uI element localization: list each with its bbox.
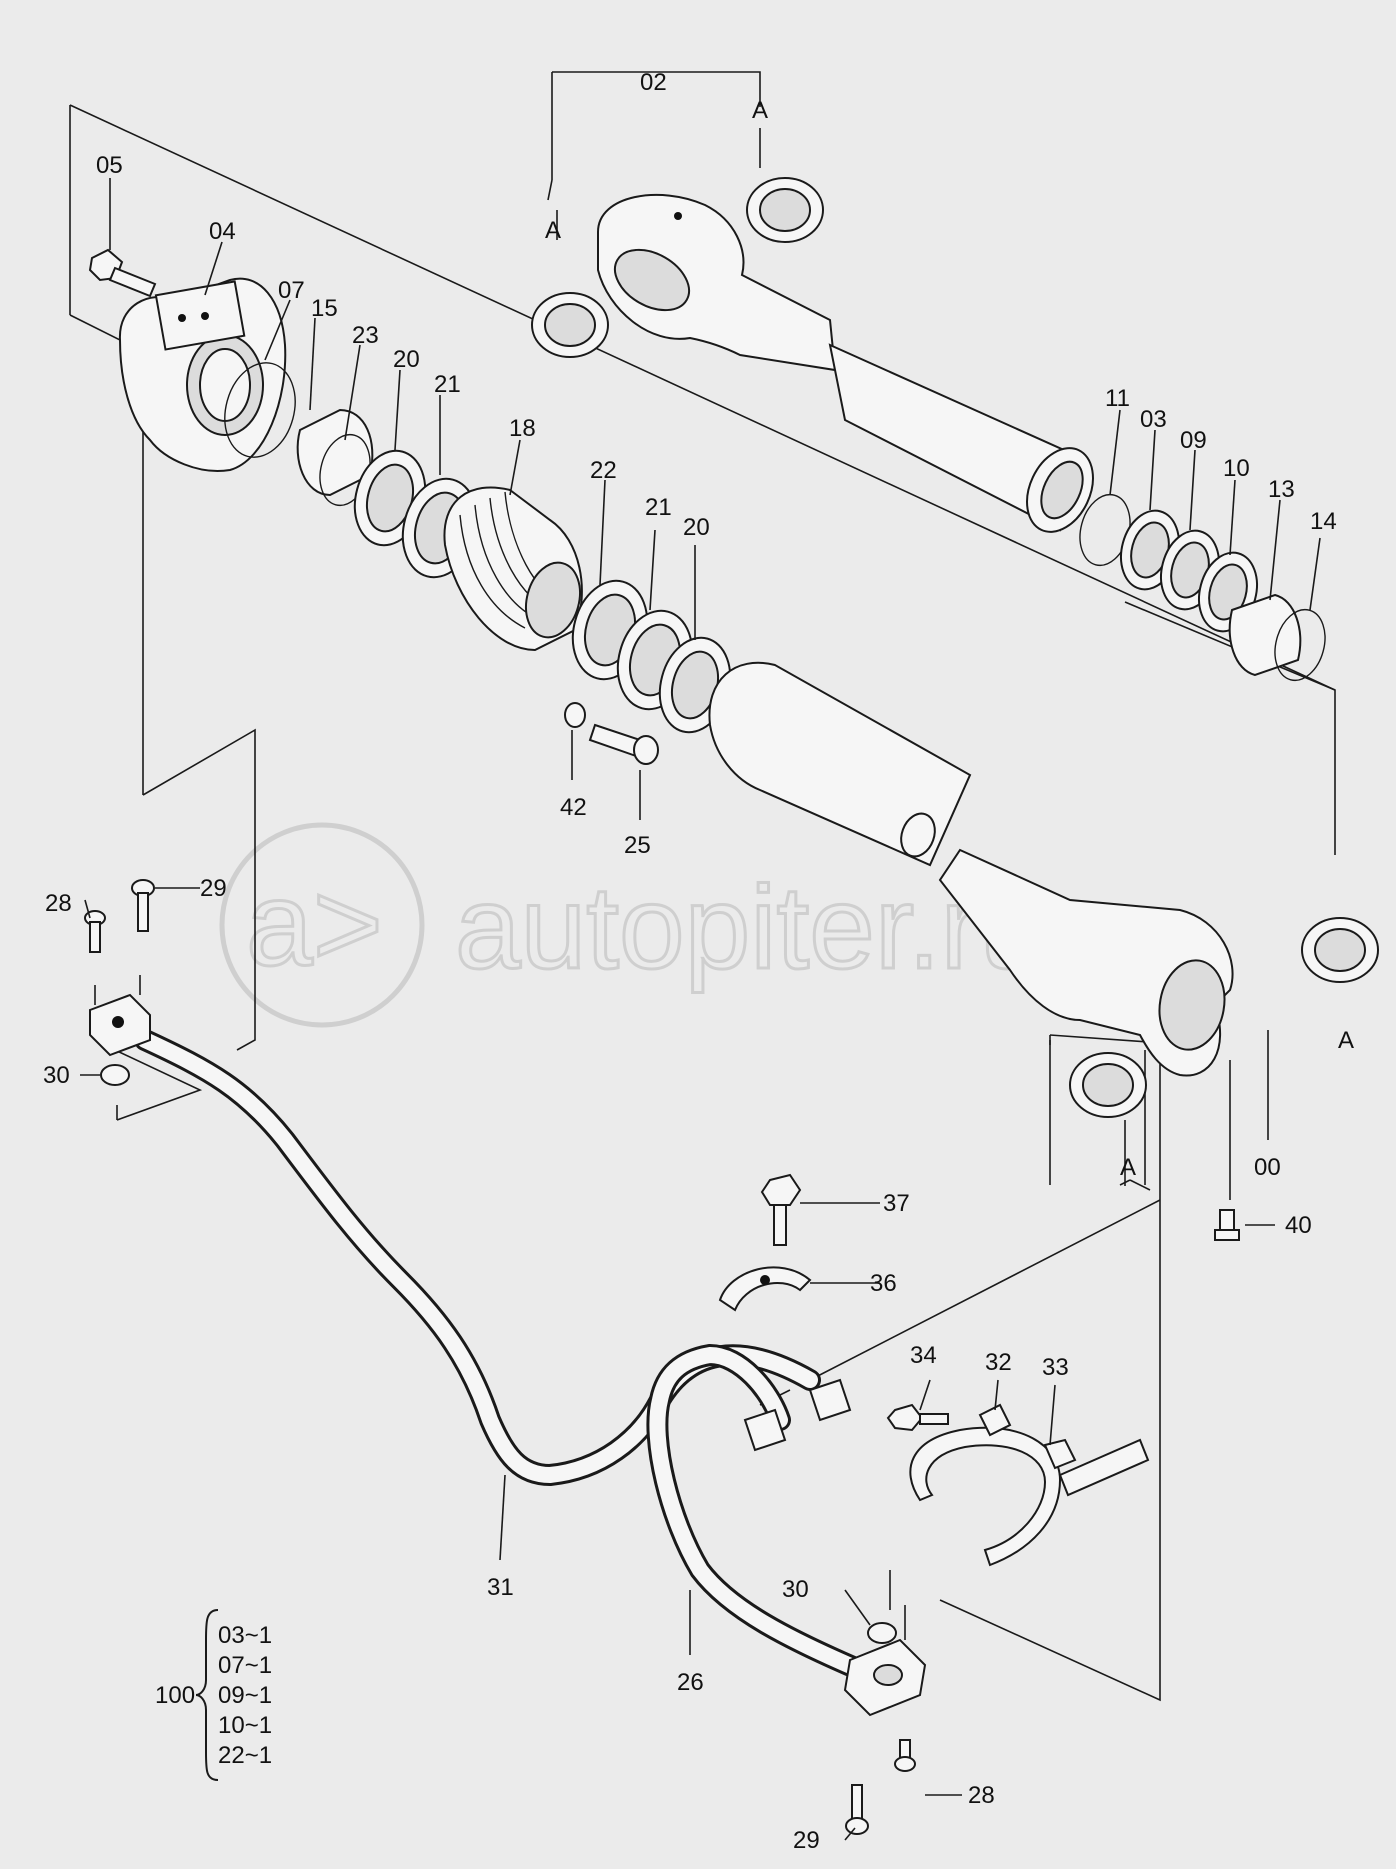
label-a-top-right: A	[752, 97, 768, 124]
bolt-29-left-icon	[131, 879, 155, 932]
bolt-icon	[88, 248, 157, 298]
label-30-right: 30	[782, 1576, 809, 1603]
label-31: 31	[487, 1574, 514, 1601]
label-00: 00	[1254, 1154, 1281, 1181]
label-26: 26	[677, 1669, 704, 1696]
label-09: 09	[1180, 427, 1207, 454]
bushing-icon	[746, 177, 824, 243]
bolt-28-left-icon	[84, 910, 106, 953]
label-14: 14	[1310, 508, 1337, 535]
label-37: 37	[883, 1190, 910, 1217]
label-04: 04	[209, 218, 236, 245]
snap-ring-14-icon	[1274, 608, 1326, 682]
o-ring-30-left-icon	[100, 1064, 130, 1086]
label-10: 10	[1223, 455, 1250, 482]
watermark-logo-icon	[219, 822, 425, 1028]
label-15: 15	[311, 295, 338, 322]
label-25: 25	[624, 832, 651, 859]
label-20-right: 20	[683, 514, 710, 541]
label-07: 07	[278, 277, 305, 304]
kit-item: 07~1	[218, 1652, 272, 1679]
bushing-icon	[1301, 917, 1379, 983]
label-33: 33	[1042, 1354, 1069, 1381]
label-a-bottom-right: A	[1338, 1027, 1354, 1054]
kit-brace	[195, 1609, 219, 1781]
head-port-block	[154, 280, 246, 351]
label-18: 18	[509, 415, 536, 442]
cylinder-tube-assembly	[708, 661, 1379, 1241]
label-11: 11	[1105, 385, 1130, 412]
piston-assembly	[443, 486, 732, 765]
rod-end-face-inner	[1040, 460, 1084, 520]
label-a-bottom-left: A	[1120, 1154, 1136, 1181]
bolt-37-icon	[760, 1173, 802, 1246]
cylinder-tube	[708, 661, 972, 867]
label-29-left: 29	[200, 875, 227, 902]
rod-end-assembly	[531, 177, 1094, 533]
o-ring-icon	[224, 362, 296, 458]
screw-25-icon	[588, 723, 659, 765]
label-03: 03	[1140, 406, 1167, 433]
label-30-left: 30	[43, 1062, 70, 1089]
label-32: 32	[985, 1349, 1012, 1376]
kit-item: 09~1	[218, 1682, 272, 1709]
label-13: 13	[1268, 476, 1295, 503]
flange-left-icon	[89, 975, 151, 1057]
bolt-29-right-icon	[845, 1784, 869, 1835]
label-40: 40	[1285, 1212, 1312, 1239]
label-23: 23	[352, 322, 379, 349]
label-22: 22	[590, 457, 617, 484]
cylinder-head-assembly	[88, 248, 287, 472]
bushing-icon	[531, 292, 609, 358]
label-21-left: 21	[434, 371, 461, 398]
rod-end-eye	[597, 193, 837, 372]
kit-item: 03~1	[218, 1622, 272, 1649]
label-21-right: 21	[645, 494, 672, 521]
label-05: 05	[96, 152, 123, 179]
tube-eye-bore	[1158, 959, 1226, 1051]
label-28-right: 28	[968, 1782, 995, 1809]
label-a-top-left: A	[545, 217, 561, 244]
washer-42-icon	[564, 702, 586, 728]
o-ring-30-right-icon	[867, 1622, 897, 1644]
kit-number: 100	[155, 1682, 195, 1709]
kit-item: 22~1	[218, 1742, 272, 1769]
label-20-left: 20	[393, 346, 420, 373]
label-34: 34	[910, 1342, 937, 1369]
leader-lines	[80, 178, 1321, 1841]
label-42: 42	[560, 794, 587, 821]
clamp-36-icon	[718, 1266, 812, 1312]
label-36: 36	[870, 1270, 897, 1297]
bushing-icon	[1069, 1052, 1147, 1118]
kit-item: 10~1	[218, 1712, 272, 1739]
seal-set-rod	[1079, 493, 1326, 682]
flange-right-icon	[843, 1638, 927, 1717]
label-29-right: 29	[793, 1827, 820, 1854]
piping-assembly	[84, 879, 1150, 1835]
seal-kit-legend: 100 03~1 07~1 09~1 10~1 22~1	[155, 1609, 272, 1781]
band-clamp-32-33-icon	[909, 1403, 1150, 1567]
rod-end-bore	[614, 248, 690, 312]
bolt-28-right-icon	[894, 1739, 916, 1772]
label-28-left: 28	[45, 890, 72, 917]
label-02: 02	[640, 69, 667, 96]
bushing-13-icon	[1228, 593, 1302, 677]
grease-fitting-40-icon	[1214, 1209, 1240, 1241]
part-labels: 00 02 A A A A 05 04 07 15 23 20 21 18 22…	[43, 69, 1354, 1854]
piston-face	[525, 561, 581, 639]
bolt-34-icon	[886, 1403, 949, 1432]
watermark-logo-glyph: a>	[246, 857, 383, 991]
fitting-icon	[743, 1378, 852, 1452]
